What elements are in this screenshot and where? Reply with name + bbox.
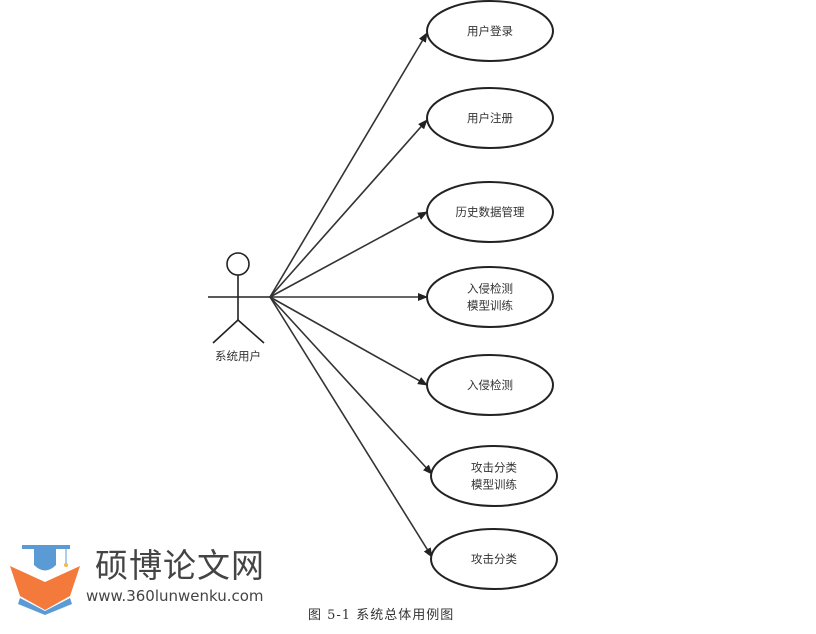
use-case-ellipse xyxy=(430,445,558,507)
use-case-ellipse xyxy=(426,181,554,243)
association-arrow xyxy=(269,211,428,298)
watermark-name: 硕博论文网 xyxy=(95,546,265,585)
association-arrow xyxy=(269,296,428,386)
actor-figure xyxy=(208,252,270,344)
actor-right-leg xyxy=(237,319,265,344)
association-arrow xyxy=(269,32,428,298)
association-arrow xyxy=(269,119,428,298)
association-arrow xyxy=(269,296,433,558)
use-case-ellipse xyxy=(426,87,554,149)
watermark-url: www.360lunwenku.com xyxy=(86,587,264,605)
watermark-logo-icon xyxy=(10,545,80,615)
actor-label: 系统用户 xyxy=(215,349,261,363)
use-case-label: 入侵检测 xyxy=(467,378,513,392)
use-case-attack: 攻击分类 xyxy=(430,528,558,590)
use-case-ellipse xyxy=(426,354,554,416)
use-case-label: 用户登录 xyxy=(467,24,513,38)
use-case-ellipse xyxy=(430,528,558,590)
use-case-label: 攻击分类 xyxy=(471,552,517,566)
use-case-ellipse xyxy=(426,266,554,328)
use-case-label: 模型训练 xyxy=(467,299,513,313)
use-case-history: 历史数据管理 xyxy=(426,181,554,243)
association-arrows xyxy=(269,32,433,558)
use-case-login: 用户登录 xyxy=(426,0,554,62)
use-case-label: 入侵检测 xyxy=(467,282,513,296)
use-case-label: 攻击分类 xyxy=(471,461,517,475)
actor-head xyxy=(226,252,250,276)
use-case-register: 用户注册 xyxy=(426,87,554,149)
figure-caption: 图 5-1 系统总体用例图 xyxy=(308,608,455,623)
use-case-ellipse xyxy=(426,0,554,62)
use-case-ids: 入侵检测 xyxy=(426,354,554,416)
association-arrow xyxy=(269,296,433,475)
use-case-label: 用户注册 xyxy=(467,111,513,125)
use-case-label: 历史数据管理 xyxy=(456,205,525,219)
actor-left-leg xyxy=(212,319,239,344)
use-case-label: 模型训练 xyxy=(471,478,517,492)
